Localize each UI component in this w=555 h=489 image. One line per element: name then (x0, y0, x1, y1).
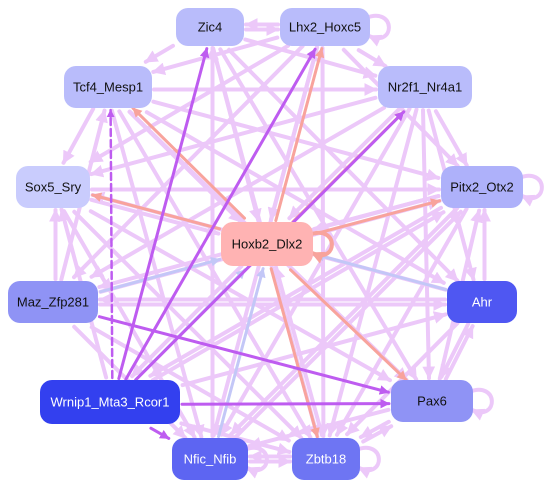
node-Lhx2_Hoxc5[interactable]: Lhx2_Hoxc5 (280, 8, 370, 46)
edge-Lhx2_Hoxc5-to-Sox5_Sry (88, 43, 290, 164)
self-loop-Zbtb18 (355, 445, 381, 479)
node-Zbtb18[interactable]: Zbtb18 (292, 438, 360, 480)
edge-Wrnip1_Mta3_Rcor1-to-Zic4 (117, 47, 210, 381)
node-box[interactable] (16, 166, 90, 208)
edge-Ahr-to-Hoxb2_Dlx2 (314, 252, 448, 292)
edges-layer (49, 13, 544, 479)
self-loop-Lhx2_Hoxc5 (365, 13, 391, 47)
edge-Tcf4_Mesp1-to-Sox5_Sry (61, 106, 96, 165)
edge-Wrnip1_Mta3_Rcor1-to-Nfic_Nfib (149, 426, 171, 440)
edge-Hoxb2_Dlx2-to-Pax6 (289, 268, 408, 382)
node-Ahr[interactable]: Ahr (447, 281, 517, 323)
node-Wrnip1_Mta3_Rcor1[interactable]: Wrnip1_Mta3_Rcor1 (40, 380, 180, 424)
edge-Pax6-to-Ahr (443, 324, 475, 382)
self-loop-Pitx2_Otx2 (518, 173, 544, 207)
edge-Nr2f1_Nr4a1-to-Maz_Zfp281 (89, 105, 386, 279)
edge-Wrnip1_Mta3_Rcor1-to-Pax6 (180, 398, 391, 409)
node-Zic4[interactable]: Zic4 (176, 8, 244, 46)
edge-Zbtb18-to-Hoxb2_Dlx2 (272, 265, 325, 438)
edge-Sox5_Sry-to-Pax6 (88, 209, 392, 383)
node-Maz_Zfp281[interactable]: Maz_Zfp281 (8, 281, 98, 323)
edge-Tcf4_Mesp1-to-Hoxb2_Dlx2 (127, 109, 243, 224)
node-Sox5_Sry[interactable]: Sox5_Sry (16, 166, 90, 208)
self-loop-Nfic_Nfib (243, 445, 269, 479)
node-box[interactable] (40, 380, 180, 424)
edge-Pitx2_Otx2-to-Hoxb2_Dlx2 (312, 194, 441, 233)
edge-Lhx2_Hoxc5-to-Zbtb18 (316, 46, 330, 438)
node-box[interactable] (172, 438, 248, 480)
node-box[interactable] (221, 222, 313, 266)
node-Nr2f1_Nr4a1[interactable]: Nr2f1_Nr4a1 (378, 66, 472, 108)
self-loop-Pax6 (468, 387, 494, 421)
edge-Maz_Zfp281-to-Hoxb2_Dlx2 (99, 257, 222, 294)
edge-Maz_Zfp281-to-Pax6 (97, 315, 390, 395)
node-Pax6[interactable]: Pax6 (391, 380, 473, 422)
edge-Wrnip1_Mta3_Rcor1-to-Lhx2_Hoxc5 (124, 47, 317, 381)
edge-Zic4-to-Tcf4_Mesp1 (143, 43, 175, 64)
node-box[interactable] (447, 281, 517, 323)
node-box[interactable] (441, 166, 523, 208)
node-box[interactable] (176, 8, 244, 46)
edge-Lhx2_Hoxc5-to-Nr2f1_Nr4a1 (356, 48, 388, 69)
edge-Tcf4_Mesp1-to-Ahr (144, 110, 446, 285)
node-box[interactable] (8, 281, 98, 323)
edge-Nr2f1_Nr4a1-to-Sox5_Sry (89, 95, 378, 178)
edge-Wrnip1_Mta3_Rcor1-to-Tcf4_Mesp1 (106, 108, 115, 380)
node-Pitx2_Otx2[interactable]: Pitx2_Otx2 (441, 166, 523, 208)
edge-Hoxb2_Dlx2-to-Pitx2_Otx2 (314, 198, 442, 236)
edge-Nr2f1_Nr4a1-to-Pitx2_Otx2 (433, 109, 469, 168)
edge-Hoxb2_Dlx2-to-Zbtb18 (269, 267, 320, 439)
node-Nfic_Nfib[interactable]: Nfic_Nfib (172, 438, 248, 480)
edge-Tcf4_Mesp1-to-Zbtb18 (117, 109, 313, 440)
edge-Wrnip1_Mta3_Rcor1-to-Ahr (180, 311, 448, 388)
edge-Pax6-to-Zbtb18 (358, 419, 391, 440)
node-box[interactable] (391, 380, 473, 422)
self-loop-Hoxb2_Dlx2 (308, 230, 334, 264)
edge-Zic4-to-Pax6 (218, 47, 419, 382)
edge-Hoxb2_Dlx2-to-Wrnip1_Mta3_Rcor1 (130, 264, 244, 379)
edge-Pitx2_Otx2-to-Zbtb18 (335, 206, 469, 437)
node-box[interactable] (292, 438, 360, 480)
node-box[interactable] (280, 8, 370, 46)
node-Tcf4_Mesp1[interactable]: Tcf4_Mesp1 (64, 66, 152, 108)
edge-Pitx2_Otx2-to-Wrnip1_Mta3_Rcor1 (148, 205, 443, 378)
node-Hoxb2_Dlx2[interactable]: Hoxb2_Dlx2 (221, 222, 313, 266)
edge-Wrnip1_Mta3_Rcor1-to-Pitx2_Otx2 (150, 210, 446, 383)
edge-Sox5_Sry-to-Hoxb2_Dlx2 (89, 197, 221, 237)
node-box[interactable] (64, 66, 152, 108)
edge-Hoxb2_Dlx2-to-Sox5_Sry (91, 192, 222, 231)
edge-Nr2f1_Nr4a1-to-Nfic_Nfib (219, 106, 412, 437)
edge-Hoxb2_Dlx2-to-Lhx2_Hoxc5 (274, 47, 325, 223)
node-box[interactable] (378, 66, 472, 108)
edge-Hoxb2_Dlx2-to-Tcf4_Mesp1 (131, 106, 246, 220)
edge-Zbtb18-to-Pax6 (361, 424, 394, 444)
edge-Nr2f1_Nr4a1-to-Hoxb2_Dlx2 (287, 106, 403, 221)
